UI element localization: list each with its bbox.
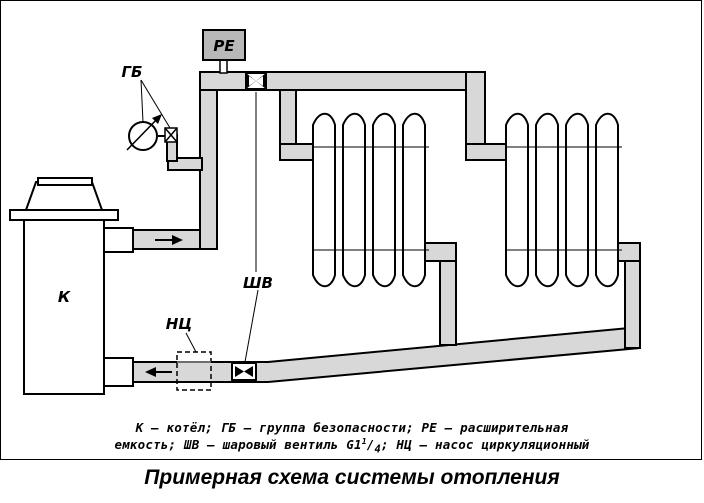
label-k: К	[58, 288, 71, 306]
ball-valve-return-icon	[231, 362, 257, 381]
boiler-outlet-nozzle	[102, 227, 134, 253]
gb-leader-line	[140, 79, 144, 123]
legend-fraction-numerator: 1	[361, 437, 367, 446]
label-gb: ГБ	[122, 63, 143, 81]
boiler-return-nozzle	[102, 357, 134, 387]
legend-line-2-part-2: ; НЦ – насос циркуляционный	[380, 437, 590, 453]
shv-leader-line-2	[244, 289, 259, 363]
expansion-tank-connector	[219, 59, 228, 74]
ball-valve-supply-icon	[245, 72, 267, 90]
pressure-gauge-icon	[126, 114, 165, 151]
boiler	[9, 177, 119, 395]
legend-line-2-part-1: емкость; ШВ – шаровый вентиль G1	[114, 437, 362, 453]
diagram-frame	[0, 0, 702, 460]
label-nc: НЦ	[166, 315, 192, 333]
radiator-2	[505, 112, 622, 288]
circulation-pump	[176, 351, 212, 391]
legend-fraction-denominator: 4	[374, 443, 381, 456]
supply-main-top	[199, 71, 486, 91]
diagram-caption: Примерная схема системы отопления	[144, 466, 560, 489]
expansion-tank	[202, 29, 246, 61]
nc-leader-line	[185, 332, 197, 353]
flow-arrow-supply-icon	[155, 235, 183, 245]
radiator-1	[312, 112, 429, 288]
heating-scheme: PE ГБ К НЦ ШВ	[9, 29, 641, 395]
label-pe: PE	[213, 37, 235, 55]
return-pipe	[132, 325, 641, 383]
supply-branch-radiator-2	[465, 143, 511, 161]
gb-leader-line-2	[140, 79, 171, 129]
legend-line-2: емкость; ШВ – шаровый вентиль G11/4; НЦ …	[8, 437, 696, 456]
label-shv: ШВ	[243, 274, 273, 292]
legend-fraction-slash: /	[366, 437, 375, 453]
legend-line-1: К – котёл; ГБ – группа безопасности; РЕ …	[135, 420, 569, 435]
flow-arrow-return-icon	[145, 367, 172, 377]
